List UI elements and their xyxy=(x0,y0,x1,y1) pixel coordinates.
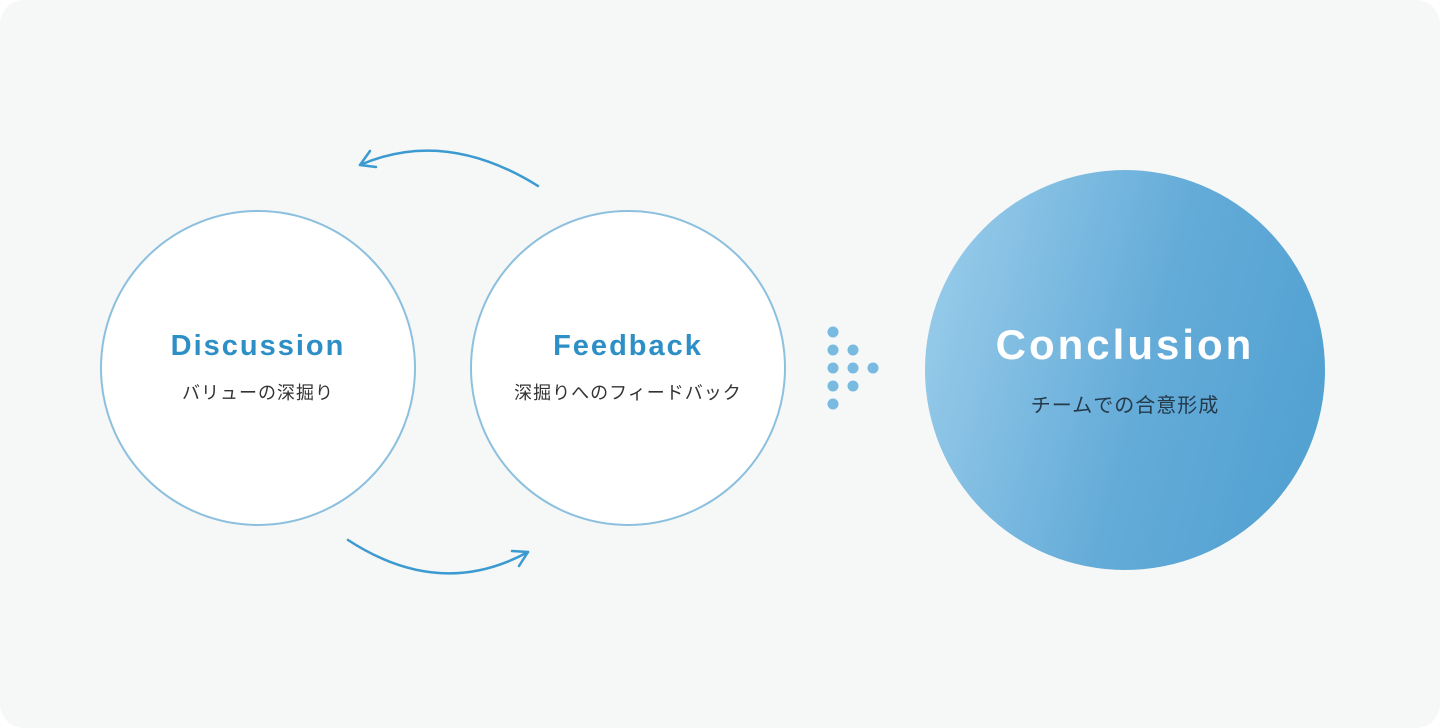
cycle-arrow-top-icon xyxy=(358,149,540,188)
node-discussion-subtitle: バリューの深掘り xyxy=(182,382,334,403)
node-conclusion-subtitle: チームでの合意形成 xyxy=(1030,394,1220,417)
node-conclusion-title: Conclusion xyxy=(995,321,1255,369)
node-feedback-title: Feedback xyxy=(553,330,703,363)
node-feedback-subtitle: 深掘りへのフィードバック xyxy=(514,382,742,403)
node-conclusion: Conclusion チームでの合意形成 xyxy=(925,170,1325,570)
dots-arrow-icon xyxy=(827,326,879,410)
node-discussion-title: Discussion xyxy=(170,330,346,363)
node-feedback: Feedback 深掘りへのフィードバック xyxy=(470,210,786,526)
node-discussion: Discussion バリューの深掘り xyxy=(100,210,416,526)
cycle-arrow-bottom-icon xyxy=(346,538,530,575)
